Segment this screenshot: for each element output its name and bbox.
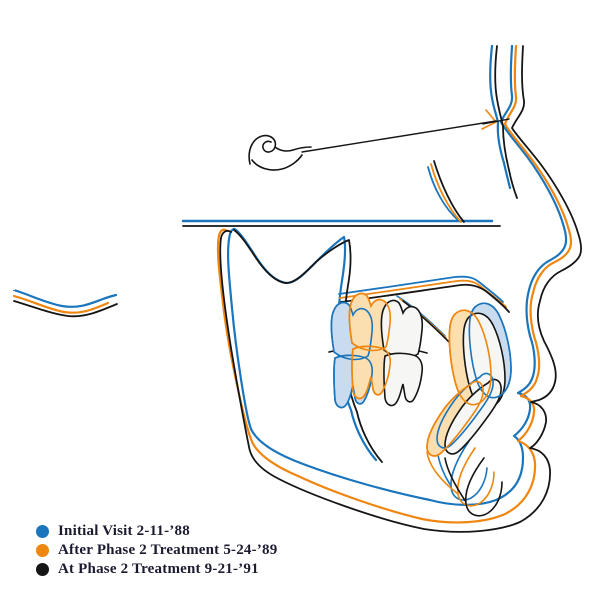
posterior-cranial-line-final [13,300,118,318]
at-phase2-dot [36,563,49,576]
symphysis-loop-final [464,457,503,517]
alveolar-connector-final [444,457,467,503]
orbital-line-after [430,163,462,223]
soft-tissue-profile-initial [226,44,568,506]
redaction-box-left [0,203,15,290]
legend: Initial Visit 2-11-’88 After Phase 2 Tre… [36,522,277,579]
after-phase2-tracing [12,44,573,524]
at-phase2-tracing [13,45,582,533]
nasion-tick-after [481,109,497,130]
legend-dot-icon [36,525,49,538]
ramus-coronoid-line-final [233,229,383,463]
legend-label-initial-visit: Initial Visit 2-11-’88 [58,523,190,539]
legend-row-after-phase2: After Phase 2 Treatment 5-24-’89 [36,541,277,560]
legend-label-after-phase2: After Phase 2 Treatment 5-24-’89 [58,542,278,558]
premaxilla-line-final [402,300,450,343]
legend-row-at-phase2: At Phase 2 Treatment 9-21-’91 [36,560,277,579]
legend-dot-icon [36,563,49,576]
soft-tissue-profile-final [219,45,582,533]
orbital-line-final [433,160,465,223]
legend-label-at-phase2: At Phase 2 Treatment 9-21-’91 [58,561,259,577]
after-phase2-dot [36,544,49,557]
sella-nasion-line [301,120,497,153]
nasion-tick-final [482,118,510,125]
maxilla-occlusal-line-final [340,283,510,313]
initial-visit-tracing [12,44,568,506]
redaction-box-top-right [462,24,531,44]
initial-visit-dot [36,525,49,538]
symphysis-loop-initial [450,440,488,501]
posterior-cranial-line-initial [12,288,118,308]
sella-tracing [248,134,312,171]
orbital-line-initial [427,166,460,222]
maxilla-occlusal-line-initial [338,275,504,303]
legend-dot-icon [36,544,49,557]
inner-forehead-nasal-line-initial [489,44,512,190]
posterior-cranial-line-after [12,294,110,314]
alveolar-connector-after [426,451,459,495]
legend-row-initial-visit: Initial Visit 2-11-’88 [36,522,277,541]
inner-forehead-nasal-line-final [494,45,518,199]
